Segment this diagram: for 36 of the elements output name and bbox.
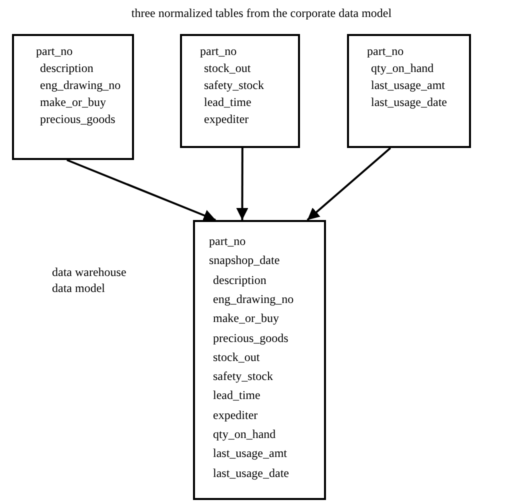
attribute-field: safety_stock [213, 369, 273, 384]
arrow [66, 159, 216, 222]
attribute-field: eng_drawing_no [40, 78, 121, 92]
attribute-field: last_usage_amt [213, 446, 287, 460]
table-box [180, 34, 300, 148]
note-label: data warehouse data model [52, 264, 128, 296]
attribute-field: stock_out [204, 61, 251, 75]
attribute-field: last_usage_date [213, 466, 289, 480]
attribute-field: make_or_buy [40, 95, 106, 109]
attribute-field: qty_on_hand [371, 61, 434, 75]
attribute-field: precious_goods [213, 330, 288, 344]
attribute-field: make_or_buy [213, 311, 279, 326]
attribute-field: eng_drawing_no [213, 292, 294, 306]
attribute-field: last_usage_amt [371, 78, 445, 92]
arrow [236, 148, 248, 220]
attribute-field: snapshop_date [209, 253, 280, 268]
attribute-field: precious_goods [40, 112, 116, 126]
attribute-field: expediter [204, 112, 249, 126]
diagram-title: three normalized tables from the corporate data model [130, 6, 393, 21]
key-field: part_no [209, 234, 246, 248]
attribute-field: stock_out [213, 350, 260, 364]
attribute-field: safety_stock [204, 78, 264, 92]
key-field: part_no [200, 44, 237, 58]
key-field: part_no [36, 44, 73, 58]
attribute-field: description [213, 272, 266, 287]
attribute-field: lead_time [213, 388, 260, 402]
attribute-field: last_usage_date [371, 95, 447, 109]
table-box [347, 34, 471, 148]
attribute-field: qty_on_hand [213, 427, 276, 441]
attribute-field: expediter [213, 408, 258, 422]
arrow [306, 147, 392, 221]
attribute-field: description [40, 61, 94, 75]
key-field: part_no [367, 44, 404, 58]
table-box [193, 220, 326, 500]
attribute-field: lead_time [204, 95, 252, 109]
table-box [12, 34, 134, 160]
